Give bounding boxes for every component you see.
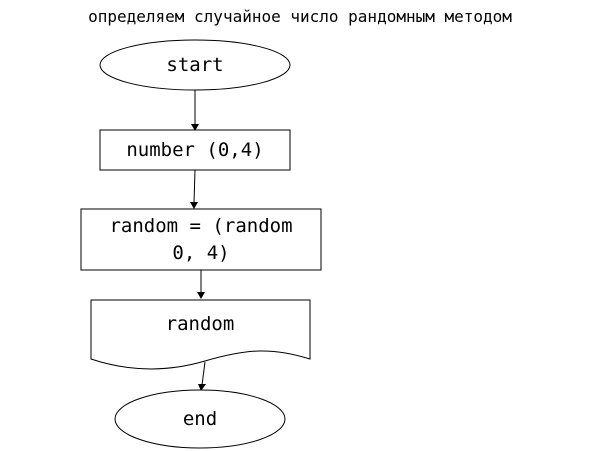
node-start: start [99,39,291,91]
start-label: start [166,54,223,76]
assign-process-shape [80,208,322,271]
node-number: number (0,4) [99,129,291,171]
assign-label-line-2: 0, 4) [172,242,229,264]
diagram-title: определяем случайное число рандомным мет… [88,7,512,26]
arrowhead-output-to-end [198,384,206,391]
node-output: random [90,299,311,370]
edge-output-to-end [201,361,206,386]
end-label: end [183,408,217,430]
node-assign: random = (random 0, 4) [80,208,322,271]
flowchart-edges [190,90,206,391]
output-label: random [166,313,235,335]
arrowhead-assign-to-output [197,292,205,299]
number-process-shape [99,129,291,171]
number-label: number (0,4) [126,139,263,161]
start-terminator-shape [99,39,291,91]
node-end: end [114,389,286,449]
arrowhead-start-to-number [191,124,199,131]
assign-label-line-1: random = (random [109,215,292,237]
end-terminator-shape [114,389,286,449]
edge-number-to-assign [193,169,196,204]
output-document-shape [90,299,311,370]
arrowhead-number-to-assign [190,202,198,209]
